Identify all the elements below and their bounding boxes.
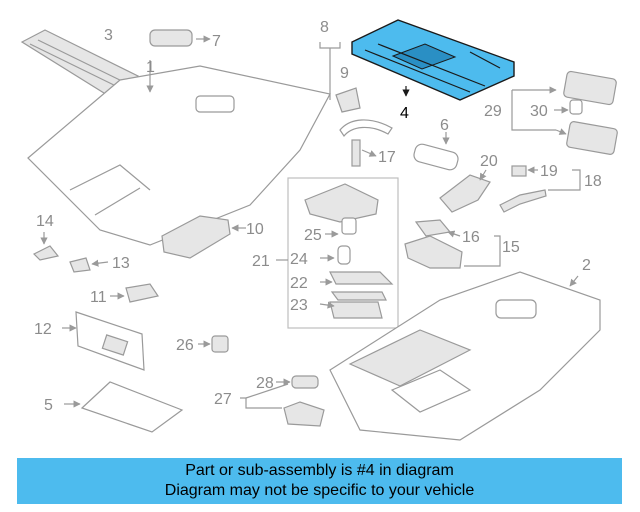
part-18-19-20 — [439, 165, 581, 213]
part-4-highlighted — [351, 19, 515, 101]
callout-9: 9 — [340, 65, 349, 82]
part-26-28 — [240, 375, 325, 427]
callout-23: 23 — [290, 297, 308, 314]
callout-26: 26 — [176, 337, 194, 354]
part-29-30-lamps — [511, 70, 618, 155]
callout-8: 8 — [320, 19, 329, 36]
callout-labels: 1 2 3 4 5 6 7 8 9 10 11 12 13 14 15 16 1… — [34, 19, 602, 414]
callout-15: 15 — [502, 239, 520, 256]
part-6-cover — [413, 132, 459, 171]
callout-18: 18 — [584, 173, 602, 190]
part-15-16-lamps — [404, 219, 501, 269]
callout-11: 11 — [90, 289, 107, 306]
callout-19: 19 — [540, 163, 558, 180]
callout-28: 28 — [256, 375, 274, 392]
footer-banner: Part or sub-assembly is #4 in diagram Di… — [17, 458, 622, 504]
callout-30: 30 — [530, 103, 548, 120]
callout-29: 29 — [484, 103, 502, 120]
part-2-headliner — [329, 271, 601, 441]
callout-25: 25 — [304, 227, 322, 244]
callout-10: 10 — [246, 221, 264, 238]
footer-line-1: Part or sub-assembly is #4 in diagram — [185, 462, 454, 479]
parts-diagram: 1 2 3 4 5 6 7 8 9 10 11 12 13 14 15 16 1… — [20, 19, 618, 441]
callout-13: 13 — [112, 255, 130, 272]
callout-17: 17 — [378, 149, 396, 166]
callout-6: 6 — [440, 117, 449, 134]
callout-2: 2 — [582, 257, 591, 274]
part-10-14-left — [32, 215, 246, 433]
footer-line-2: Diagram may not be specific to your vehi… — [164, 482, 475, 499]
part-3-pad — [20, 29, 140, 99]
callout-14: 14 — [36, 213, 54, 230]
callout-12: 12 — [34, 321, 52, 338]
part-7-lamp — [149, 29, 211, 47]
callout-21: 21 — [252, 253, 270, 270]
callout-20: 20 — [480, 153, 498, 170]
callout-7: 7 — [212, 33, 221, 50]
callout-3: 3 — [104, 27, 113, 44]
callout-27: 27 — [214, 391, 232, 408]
callout-4: 4 — [400, 105, 409, 122]
callout-16: 16 — [462, 229, 480, 246]
part-1-headliner — [27, 60, 331, 246]
callout-5: 5 — [44, 397, 53, 414]
part-8-9-handle — [319, 42, 393, 167]
part-21-25-group — [276, 177, 399, 329]
callout-1: 1 — [146, 59, 155, 76]
callout-22: 22 — [290, 275, 308, 292]
callout-24: 24 — [290, 251, 308, 268]
